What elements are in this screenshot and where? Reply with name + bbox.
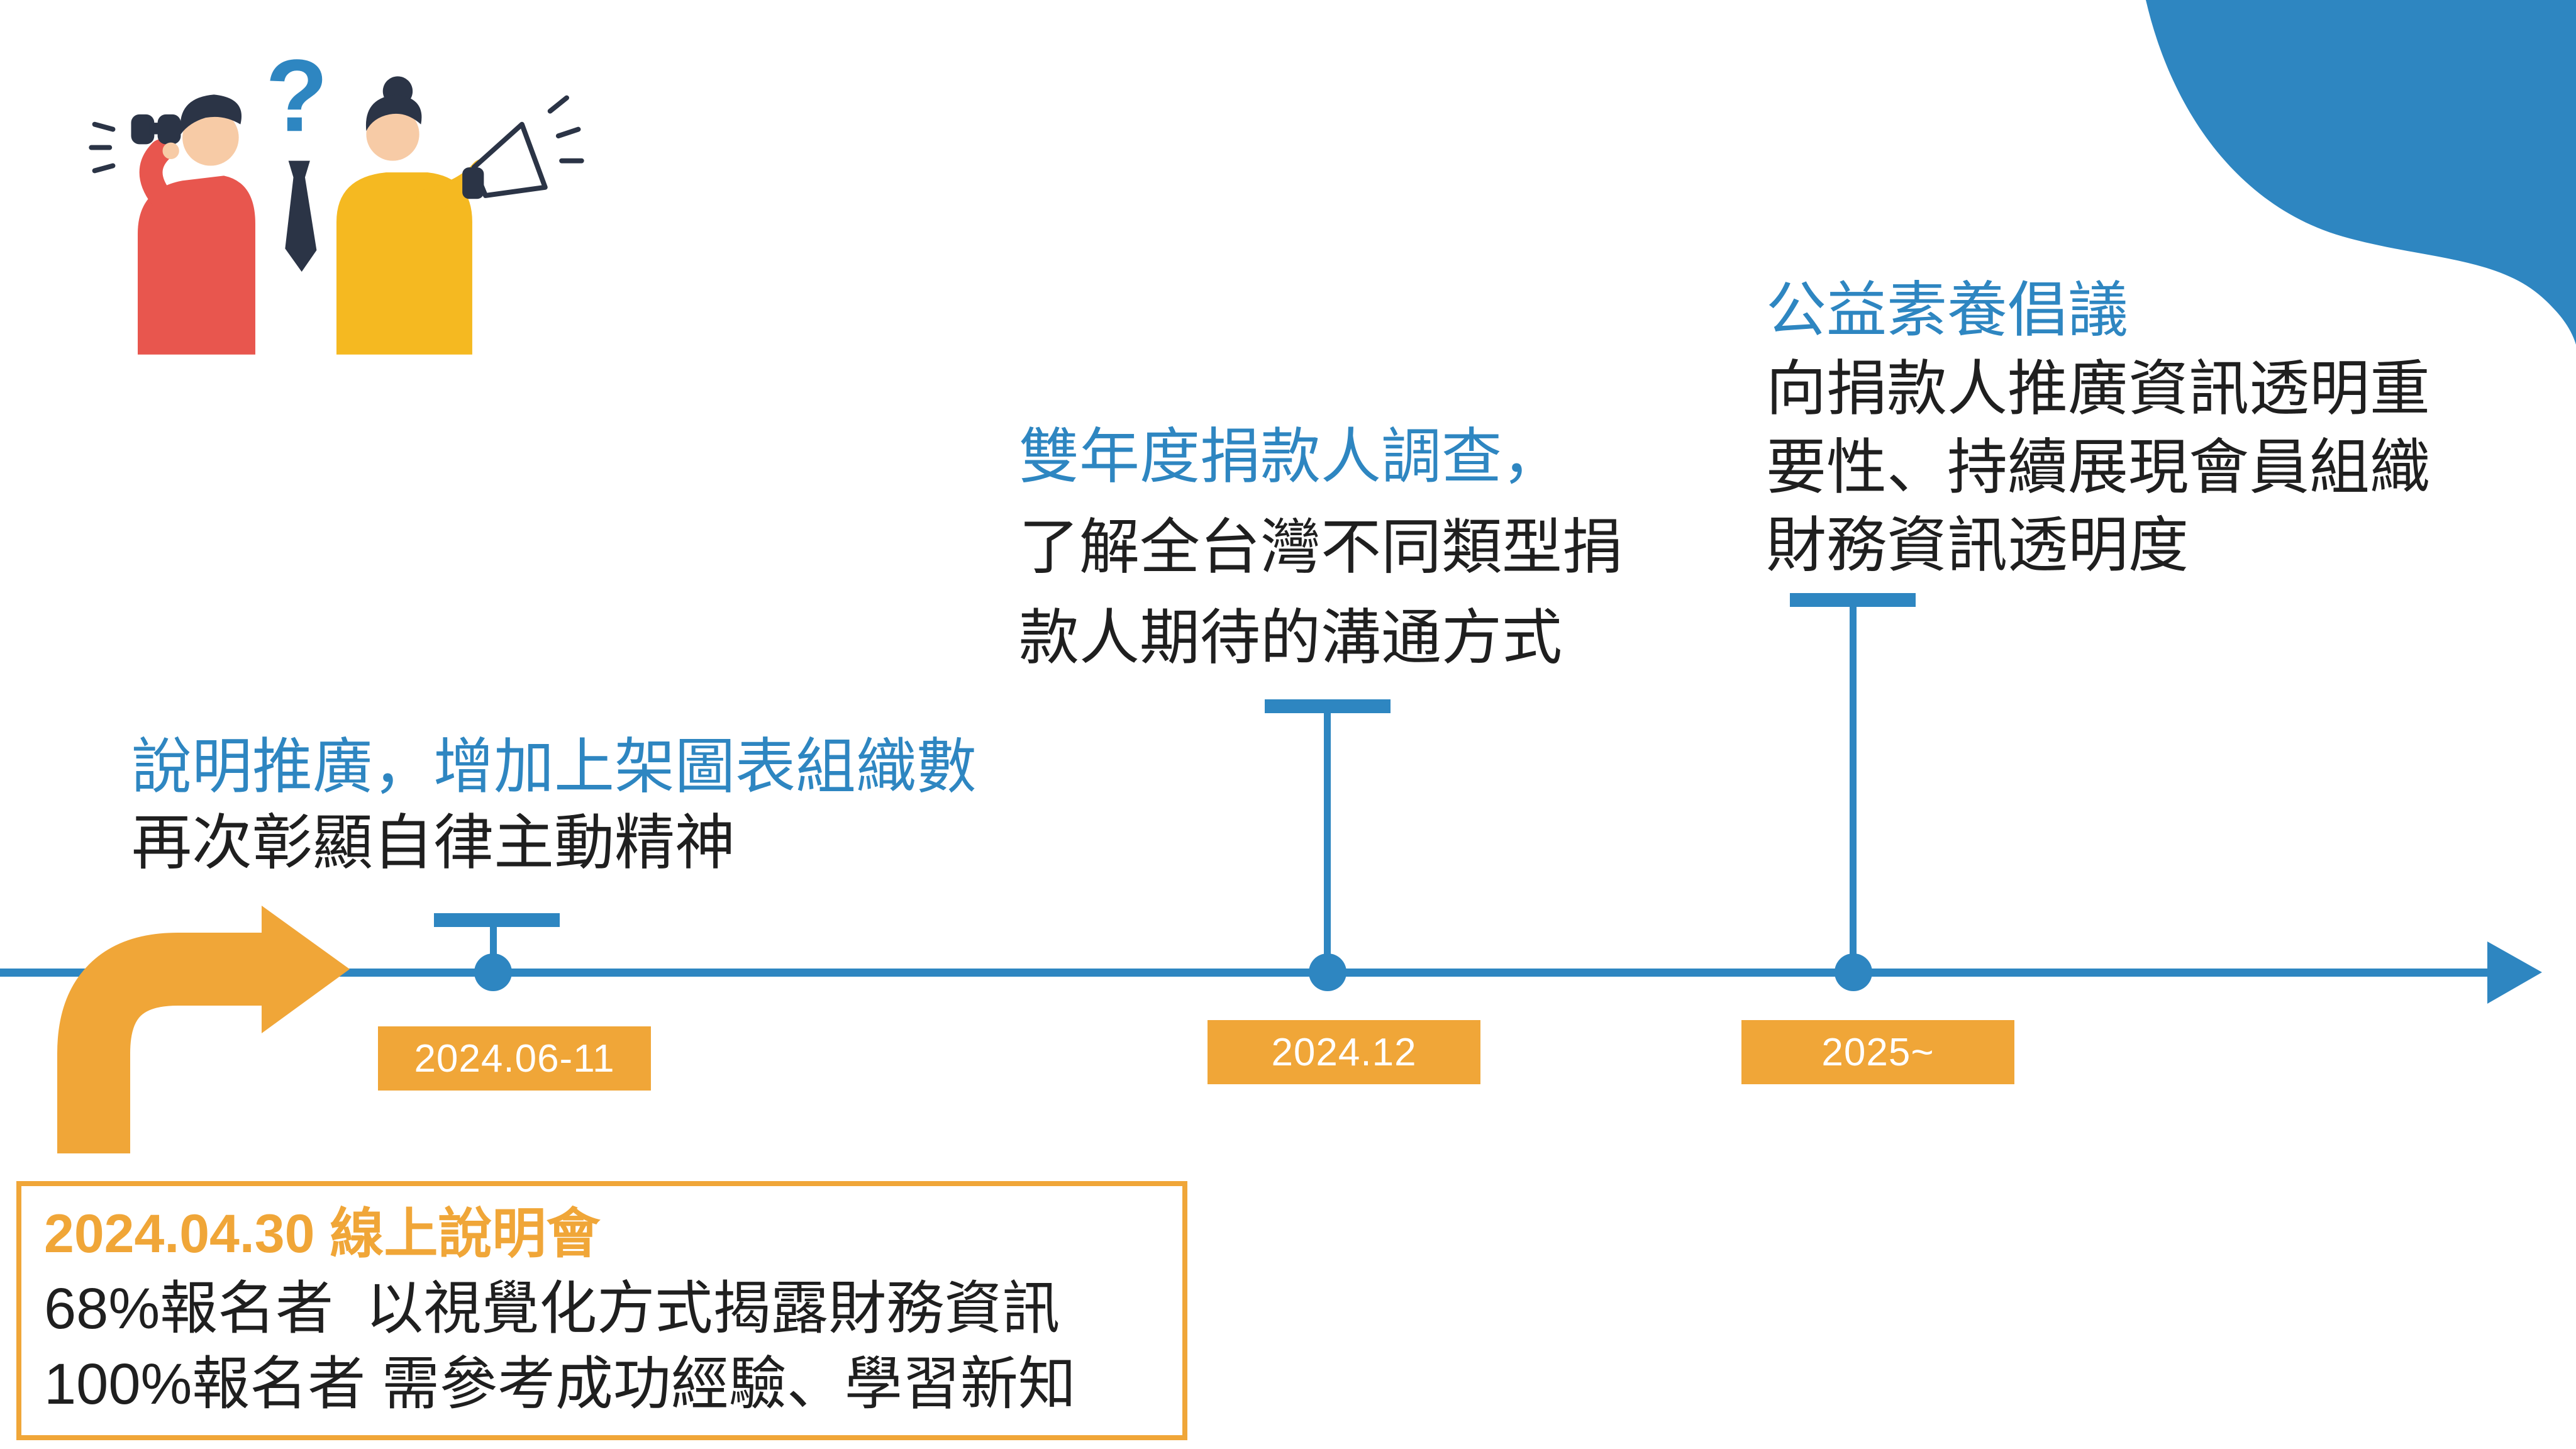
callout-box: 2024.04.30 線上說明會 68%報名者 以視覺化方式揭露財務資訊 100… (16, 1181, 1187, 1440)
milestone-3-body-line: 要性、持續展現會員組織 (1766, 433, 2430, 501)
question-mark-icon: ? (265, 38, 328, 153)
milestone-2-body-line: 款人期待的溝通方式 (1019, 604, 1562, 672)
megaphone-icon (462, 121, 548, 199)
binoculars-person-icon (131, 94, 255, 355)
people-illustration-icon: ? (89, 38, 584, 355)
milestone-3-body-line: 財務資訊透明度 (1766, 512, 2189, 580)
binoculars-icon (131, 114, 181, 145)
milestone-2-text: 雙年度捐款人調查， 了解全台灣不同類型捐 款人期待的溝通方式 (1019, 412, 1623, 684)
milestone-marker-3 (1790, 593, 1916, 991)
milestone-1-heading: 說明推廣，增加上架圖表組織數 (131, 733, 977, 801)
milestone-marker-1 (434, 913, 560, 991)
milestone-marker-2 (1265, 699, 1391, 991)
megaphone-person-icon (336, 76, 584, 355)
corner-blob-icon (2146, 0, 2576, 345)
milestone-1-body-line: 再次彰顯自律主動精神 (131, 809, 735, 877)
callout-line: 68%報名者 以視覺化方式揭露財務資訊 (44, 1277, 1060, 1341)
milestone-3-text: 公益素養倡議 向捐款人推廣資訊透明重 要性、持續展現會員組織 財務資訊透明度 (1766, 272, 2430, 586)
milestone-2-body-line: 了解全台灣不同類型捐 (1019, 514, 1623, 581)
date-label-1: 2024.06-11 (378, 1026, 651, 1091)
milestone-dot-3 (1835, 953, 1872, 991)
sound-lines-icon (547, 95, 584, 164)
tie-icon (285, 160, 317, 272)
milestone-dot-2 (1309, 953, 1346, 991)
milestone-1-text: 說明推廣，增加上架圖表組織數 再次彰顯自律主動精神 (131, 730, 977, 882)
timeline-arrowhead-icon (2487, 941, 2542, 1004)
callout-line: 100%報名者 需參考成功經驗、學習新知 (44, 1352, 1076, 1416)
date-label-3: 2025~ (1741, 1020, 2014, 1084)
callout-title: 2024.04.30 線上說明會 (44, 1204, 601, 1264)
milestone-3-body-line: 向捐款人推廣資訊透明重 (1766, 355, 2430, 423)
milestone-2-heading: 雙年度捐款人調查， (1019, 423, 1562, 491)
curved-start-arrow-icon (57, 906, 350, 1153)
date-label-2: 2024.12 (1208, 1020, 1480, 1084)
motion-lines-icon (89, 121, 116, 174)
milestone-dot-1 (474, 953, 512, 991)
timeline-axis (0, 941, 2542, 1004)
milestone-3-heading: 公益素養倡議 (1766, 277, 2128, 344)
